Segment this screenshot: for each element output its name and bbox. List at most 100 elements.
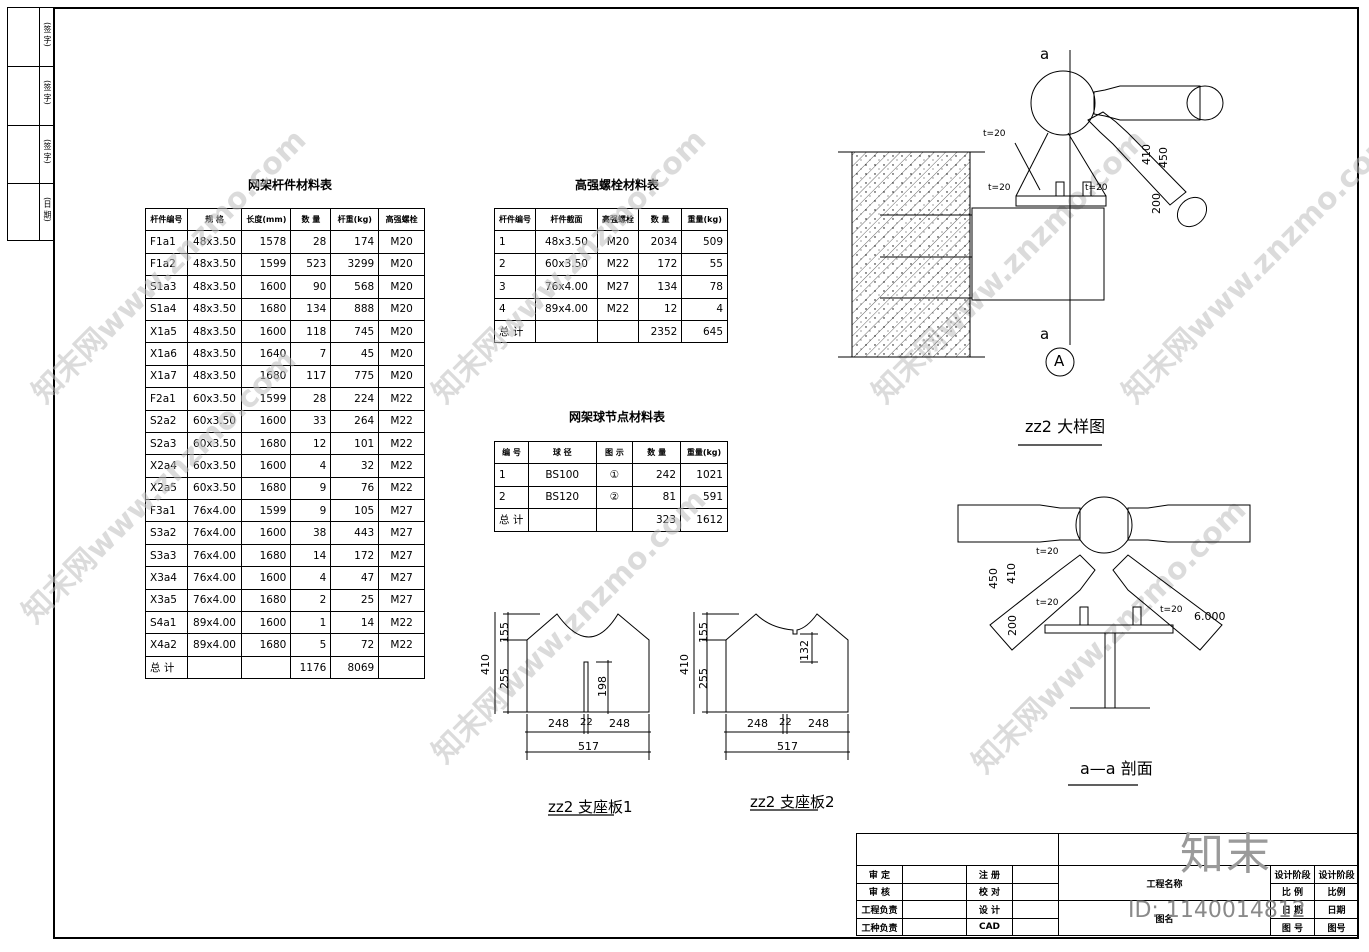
table-cell: 2034 bbox=[637, 230, 683, 254]
table-cell: 81 bbox=[632, 485, 682, 510]
table-cell: 323 bbox=[632, 508, 682, 532]
section-mark: a bbox=[1040, 325, 1050, 343]
table-cell: 2 bbox=[494, 485, 529, 510]
sidebar-label: (签 字) bbox=[43, 80, 52, 105]
table-cell: 101 bbox=[330, 431, 380, 456]
tb-cell: 设计阶段 bbox=[1270, 865, 1315, 884]
table-cell: M22 bbox=[378, 476, 425, 501]
table-cell: F1a1 bbox=[145, 230, 188, 254]
table2-title: 高强螺栓材料表 bbox=[575, 178, 660, 192]
table-cell: 745 bbox=[330, 319, 380, 344]
table-cell: ② bbox=[595, 485, 634, 510]
table-cell: 1 bbox=[494, 463, 529, 487]
table-cell: 2352 bbox=[637, 319, 683, 344]
table-cell: 1600 bbox=[241, 319, 292, 344]
table-cell: M20 bbox=[378, 252, 425, 277]
tb-cell: 注 册 bbox=[966, 865, 1013, 884]
table-cell: M20 bbox=[378, 297, 425, 321]
table-cell: M20 bbox=[378, 230, 425, 254]
table-cell: BS100 bbox=[527, 463, 597, 487]
axis-label: A bbox=[1054, 352, 1065, 370]
table-cell: M22 bbox=[596, 297, 639, 321]
table-cell: 76 bbox=[330, 476, 380, 501]
table-header: 重量(kg) bbox=[680, 440, 728, 465]
table-cell: 134 bbox=[290, 297, 332, 321]
table-cell: X3a5 bbox=[145, 588, 188, 613]
table-cell: M20 bbox=[378, 319, 425, 344]
table-cell: F2a1 bbox=[145, 387, 188, 411]
dim-label: 255 bbox=[498, 668, 511, 689]
elevation-label: 6.000 bbox=[1194, 610, 1226, 623]
table-cell: M22 bbox=[378, 431, 425, 456]
thickness-label: t=20 bbox=[1160, 605, 1183, 615]
thickness-label: t=20 bbox=[1036, 547, 1059, 557]
sidebar-label: (日 期) bbox=[43, 197, 52, 222]
table-cell: 76x4.00 bbox=[535, 275, 598, 299]
dim-label: 255 bbox=[697, 668, 710, 689]
table-cell: X2a5 bbox=[145, 476, 188, 501]
table-cell: 1021 bbox=[680, 463, 728, 487]
table-cell: 4 bbox=[681, 297, 728, 321]
support-plate-2-drawing bbox=[693, 612, 850, 760]
table-cell: 12 bbox=[637, 297, 683, 321]
detail-label: zz2 大样图 bbox=[1025, 417, 1106, 436]
table-cell: 总 计 bbox=[494, 319, 536, 344]
table-header: 重量(kg) bbox=[681, 207, 728, 232]
table-cell: 1600 bbox=[241, 275, 292, 299]
thickness-label: t=20 bbox=[983, 129, 1006, 139]
table-cell: 523 bbox=[290, 252, 332, 277]
table-cell: 9 bbox=[290, 499, 332, 523]
dim-label: 200 bbox=[1150, 193, 1163, 214]
table-cell: X1a7 bbox=[145, 364, 188, 389]
sidebar-label: (签 字) bbox=[43, 139, 52, 164]
table-cell: X2a4 bbox=[145, 454, 188, 478]
table-cell: M20 bbox=[596, 230, 639, 254]
table-cell: 76x4.00 bbox=[186, 499, 243, 523]
table-cell: 7 bbox=[290, 342, 332, 366]
zz2-detail-drawing bbox=[838, 50, 1224, 446]
brand-watermark: 知末 bbox=[1180, 829, 1272, 880]
table-cell bbox=[241, 655, 292, 680]
signature-strip: (签 字) (签 字) (签 字) (日 期) bbox=[7, 7, 55, 241]
thickness-label: t=20 bbox=[1036, 598, 1059, 608]
table-header: 图 示 bbox=[595, 440, 634, 465]
table-cell: 60x3.50 bbox=[186, 409, 243, 433]
table-cell: 1600 bbox=[241, 521, 292, 545]
table-cell: 1680 bbox=[241, 543, 292, 568]
dim-label: 22 bbox=[580, 717, 593, 728]
drawing-frame bbox=[53, 7, 1359, 939]
table-cell: 3299 bbox=[330, 252, 380, 277]
table-cell: 3 bbox=[494, 275, 536, 299]
table-cell: 1600 bbox=[241, 409, 292, 433]
table-cell: M27 bbox=[378, 588, 425, 613]
dim-label: 155 bbox=[697, 622, 710, 643]
tb-cell: 图号 bbox=[1314, 917, 1359, 937]
table-cell: 1680 bbox=[241, 476, 292, 501]
table-cell: 48x3.50 bbox=[186, 342, 243, 366]
plate1-label: zz2 支座板1 bbox=[548, 798, 633, 816]
table-cell: BS120 bbox=[527, 485, 597, 510]
title-block: 审 定 注 册 工程名称 设计阶段设计阶段 审 核 校 对 比 例比例 工程负责… bbox=[856, 833, 1359, 937]
table-cell: 591 bbox=[680, 485, 728, 510]
table-cell: 60x3.50 bbox=[535, 252, 598, 277]
table-cell: 48x3.50 bbox=[186, 275, 243, 299]
table-cell: 1612 bbox=[680, 508, 728, 532]
table-cell: X1a5 bbox=[145, 319, 188, 344]
dim-label: 410 bbox=[1140, 144, 1153, 165]
dim-label: 132 bbox=[798, 640, 811, 661]
table-cell: M22 bbox=[378, 633, 425, 657]
table-cell: 2 bbox=[494, 252, 536, 277]
table-cell: M22 bbox=[378, 454, 425, 478]
